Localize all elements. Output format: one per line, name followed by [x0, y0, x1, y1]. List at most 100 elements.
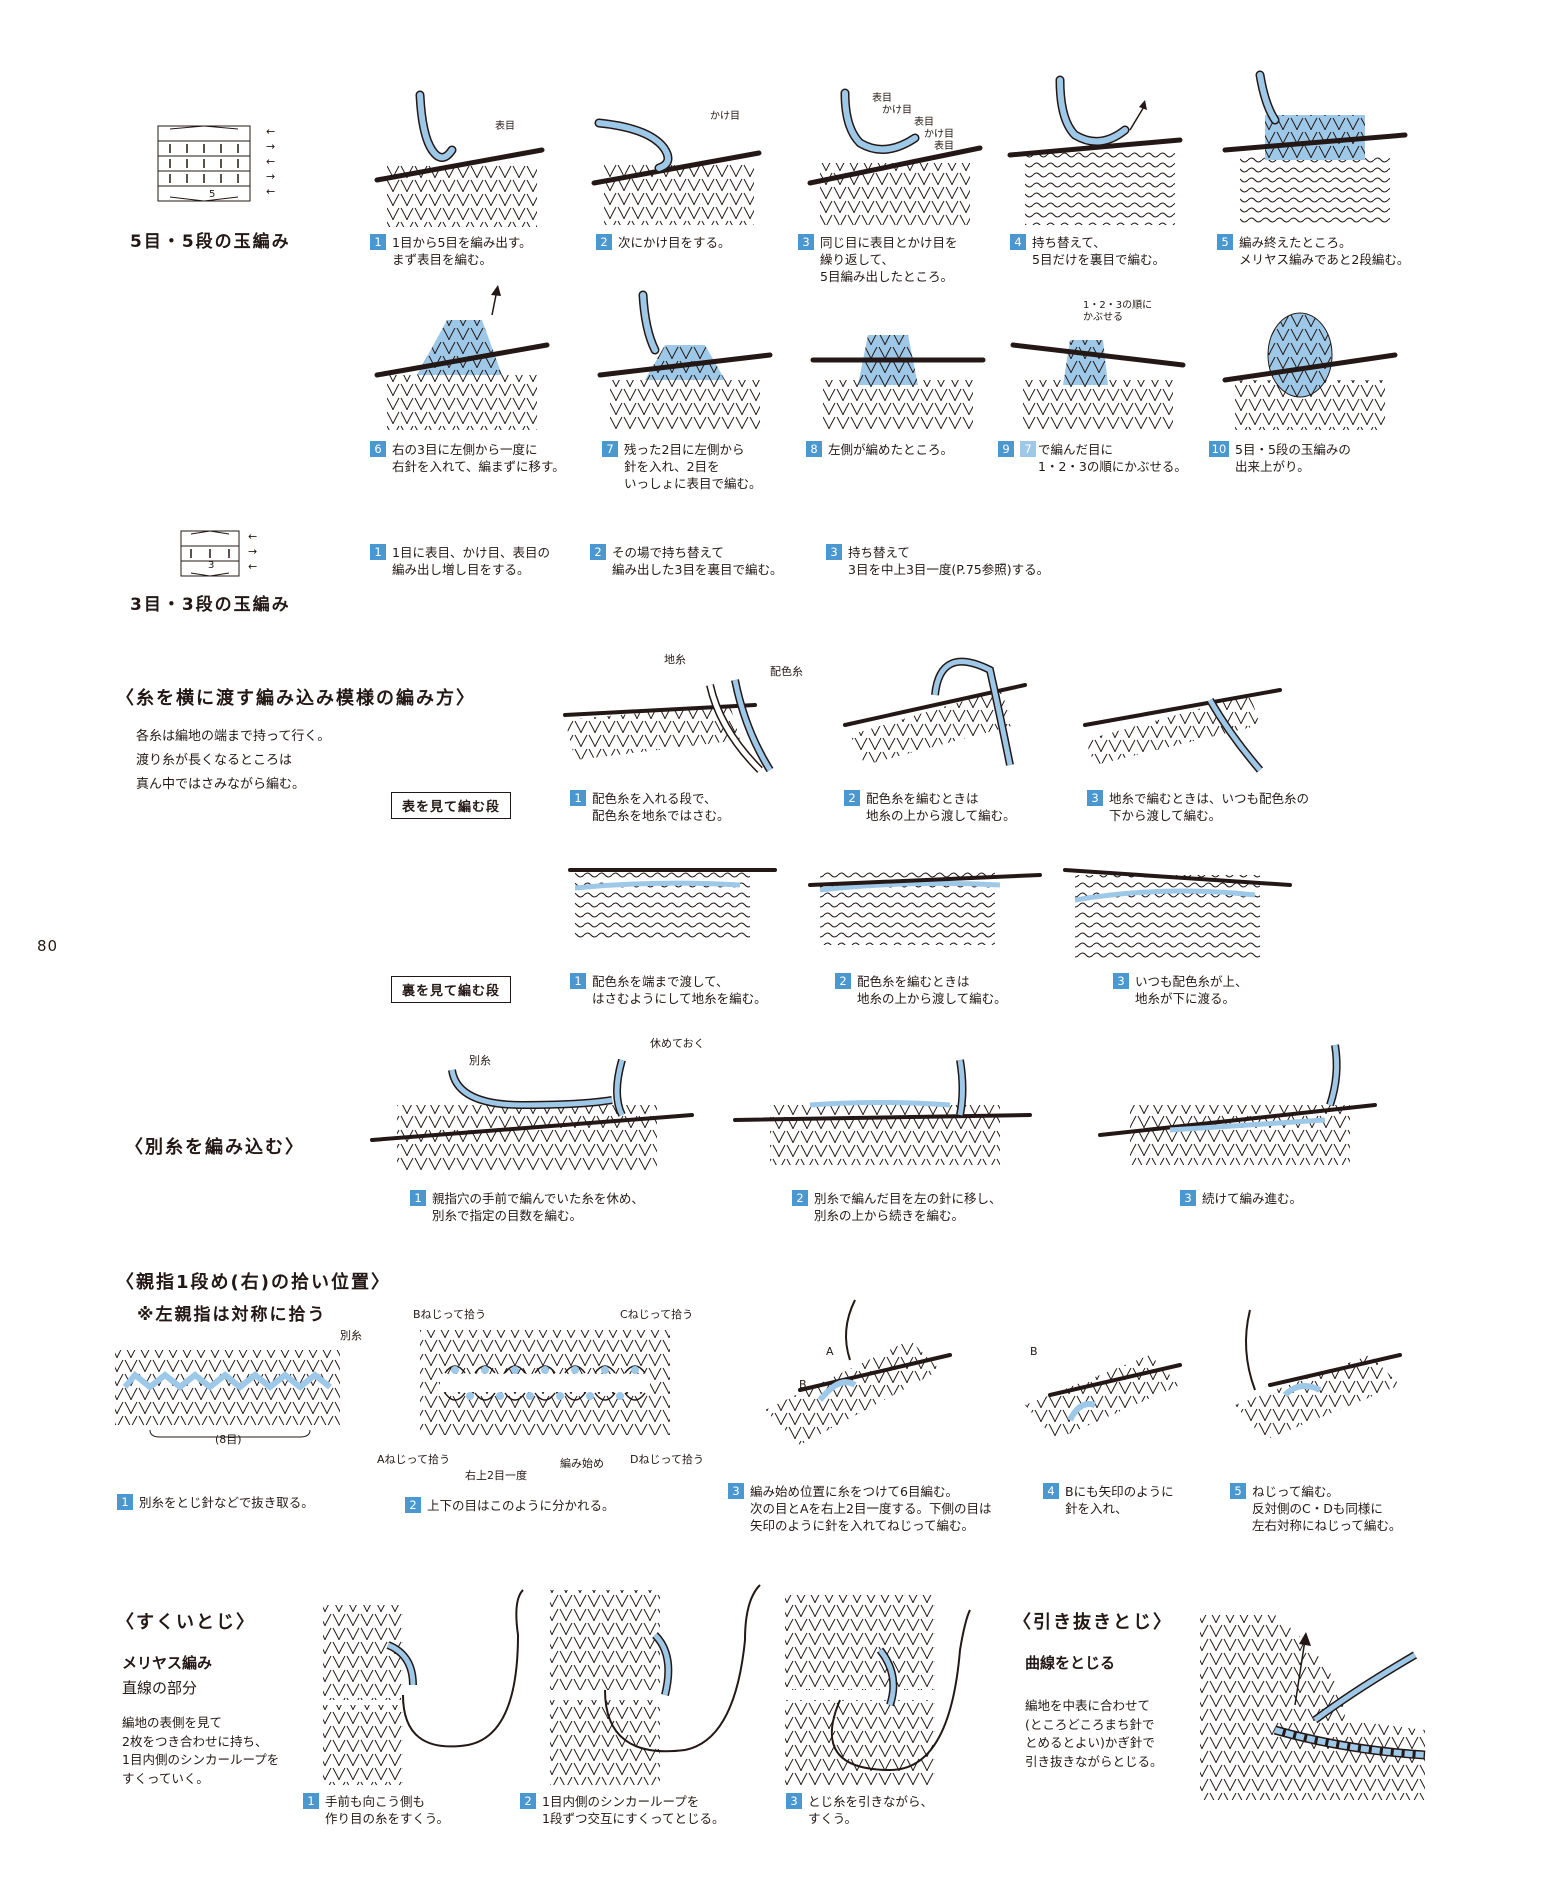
- bobble5-fig1: [374, 90, 545, 227]
- bobble5-fig9: [1010, 340, 1186, 430]
- intarsia-label-main: 地糸: [664, 653, 686, 666]
- waste-yarn-fig3: [1098, 1044, 1377, 1165]
- page-number: 80: [37, 937, 59, 955]
- bobble5-fig9-label: 1・2・3の順に かぶせる: [1083, 300, 1153, 323]
- bobble5-fig4: [1007, 75, 1183, 225]
- bobble5-chart: [157, 125, 251, 202]
- thumb-fig3-letter-b: B: [799, 1378, 807, 1391]
- thumb-fig3: [765, 1299, 952, 1445]
- slipstitch-note: 編地を中表に合わせて (ところどころまち針で とめるとよい)かぎ針で 引き抜きな…: [1025, 1698, 1163, 1769]
- intarsia-back-fig1: [568, 868, 777, 940]
- intarsia-label-contrast: 配色糸: [770, 665, 803, 678]
- thumb-label-c: Cねじって拾う: [620, 1308, 694, 1321]
- mattress-fig3: [785, 1595, 971, 1785]
- intarsia-title: 〈糸を横に渡す編み込み模様の編み方〉: [116, 688, 476, 709]
- bobble3-chart-count: 3: [208, 560, 215, 571]
- bobble3-row-marks: ←→←: [248, 530, 258, 573]
- bobble5-fig3: [807, 88, 983, 225]
- mattress-title: 〈すくいとじ〉: [116, 1612, 256, 1633]
- bobble5-fig6: [374, 285, 550, 430]
- waste-yarn-title: 〈別糸を編み込む〉: [125, 1137, 305, 1158]
- mattress-sub: 直線の部分: [122, 1679, 198, 1697]
- thumb-title: 〈親指1段め(右)の拾い位置〉: [116, 1272, 391, 1293]
- bobble5-fig1-label: 表目: [495, 121, 515, 132]
- intarsia-back-fig2: [808, 870, 1042, 945]
- back-row-label: 裏を見て編む段: [391, 976, 512, 1003]
- mattress-note: 編地の表側を見て 2枚をつき合わせに持ち、 1目内側のシンカーループを すくって…: [122, 1715, 280, 1786]
- bobble5-fig7: [597, 290, 773, 430]
- thumb-fig4-letter-b: B: [1030, 1345, 1038, 1358]
- intarsia-back-fig3: [1063, 868, 1292, 960]
- thumb-fig1: [115, 1350, 340, 1438]
- thumb-fig3-letter-a: A: [826, 1345, 834, 1358]
- intarsia-note: 各糸は編地の端まで持って行く。 渡り糸が長くなるところは 真ん中ではさみながら編…: [136, 729, 331, 792]
- waste-yarn-fig2: [733, 1059, 1032, 1165]
- mattress-fig2: [550, 1584, 761, 1785]
- thumb-label-d: Dねじって拾う: [630, 1453, 704, 1466]
- thumb-label-a: Aねじって拾う: [377, 1453, 450, 1466]
- intarsia-front-fig1: [563, 679, 774, 773]
- thumb-fig1-label: 別糸: [340, 1329, 362, 1342]
- intarsia-front-fig3: [1083, 688, 1282, 773]
- thumb-fig2: [420, 1330, 670, 1435]
- bobble5-title: 5目・5段の玉編み: [130, 232, 291, 252]
- slipstitch-title: 〈引き抜きとじ〉: [1013, 1612, 1173, 1633]
- bobble3-title: 3目・3段の玉編み: [130, 595, 291, 615]
- bobble3-chart: [180, 530, 240, 577]
- bobble5-fig10: [1222, 312, 1398, 430]
- bobble5-fig3-labels: 表目 かけ目 表目 かけ目 表目: [872, 93, 954, 152]
- thumb-fig1-count: (8目): [215, 1433, 242, 1446]
- waste-yarn-label1: 別糸: [469, 1054, 491, 1067]
- front-row-label: 表を見て編む段: [391, 792, 512, 819]
- thumb-fig5: [1235, 1309, 1402, 1440]
- thumb-subtitle: ※左親指は対称に拾う: [137, 1305, 327, 1325]
- thumb-label-b: Bねじって拾う: [413, 1308, 486, 1321]
- bobble5-fig5: [1222, 70, 1408, 225]
- bobble5-row-marks: ←→←→←: [266, 125, 276, 198]
- thumb-label-start: 編み始め: [560, 1457, 604, 1470]
- slipstitch-sub-bold: 曲線をとじる: [1025, 1654, 1116, 1672]
- bobble5-fig2: [591, 118, 762, 225]
- mattress-sub-bold: メリヤス編み: [122, 1654, 213, 1672]
- bobble5-fig2-label: かけ目: [710, 111, 740, 122]
- waste-yarn-label2: 休めておく: [650, 1037, 705, 1050]
- waste-yarn-fig1: [370, 1058, 694, 1170]
- mattress-fig1: [323, 1589, 524, 1785]
- thumb-label-k2tog: 右上2目一度: [465, 1469, 527, 1482]
- bobble5-chart-count: 5: [209, 189, 216, 200]
- intarsia-front-fig2: [843, 657, 1027, 766]
- thumb-fig4: [1025, 1355, 1182, 1440]
- bobble5-fig8: [810, 335, 986, 430]
- slipstitch-fig: [1200, 1615, 1426, 1800]
